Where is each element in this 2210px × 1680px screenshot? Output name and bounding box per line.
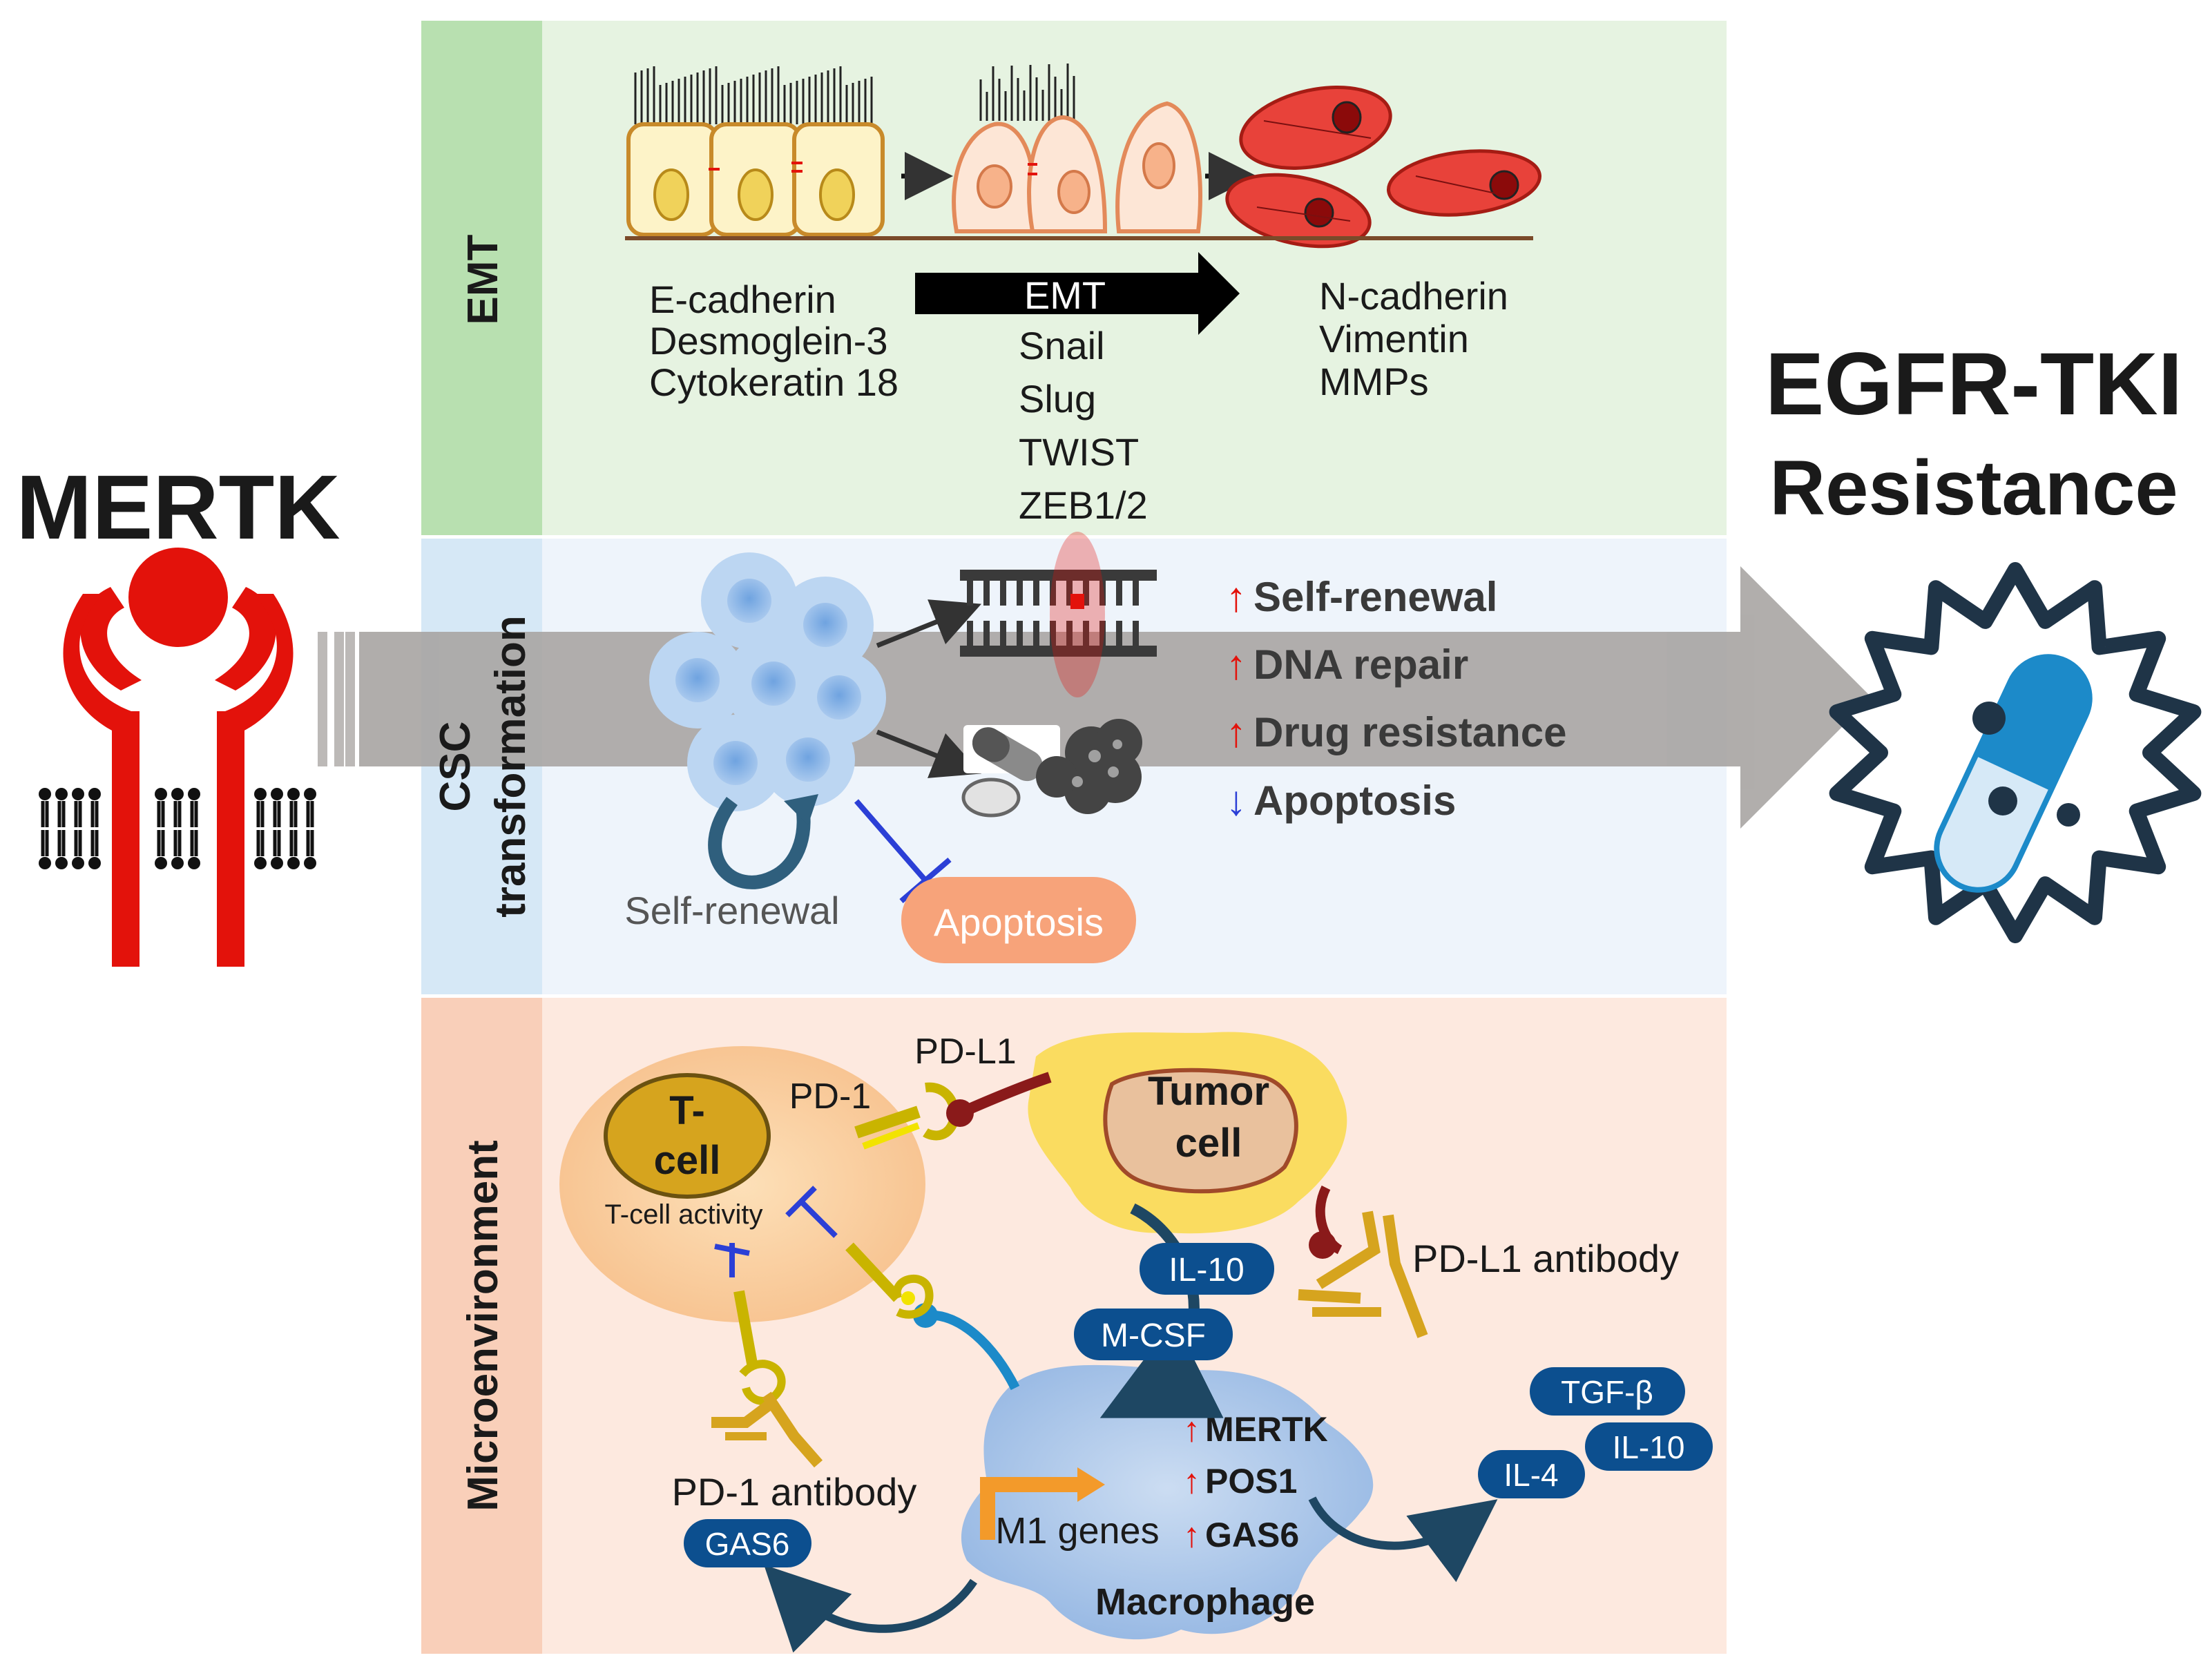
pdl1-antibody-icon: [1298, 1185, 1428, 1338]
apoptosis-label: Apoptosis: [934, 900, 1104, 944]
pdl1-label: PD-L1: [914, 1032, 1016, 1072]
dna-icon: [960, 532, 1157, 697]
il4-label: IL-4: [1503, 1457, 1558, 1493]
effect-dna-repair: DNA repair: [1253, 641, 1468, 688]
marker-e-cadherin: E-cadherin: [649, 278, 836, 321]
effect-arrow-drug-resistance: ↑: [1226, 709, 1247, 755]
effect-arrow-self-renewal: ↑: [1226, 574, 1247, 620]
mertk-title: MERTK: [16, 456, 340, 558]
pd1-antibody-icon: [711, 1290, 823, 1468]
tf-twist: TWIST: [1019, 430, 1139, 474]
self-renewal-arrow-icon: [708, 794, 818, 889]
t-cell-activity-label: T-cell activity: [605, 1199, 763, 1230]
gene-mertk: MERTK: [1205, 1410, 1328, 1449]
marker-n-cadherin: N-cadherin: [1319, 274, 1508, 318]
effect-drug-resistance: Drug resistance: [1253, 709, 1567, 755]
pd1-receptor-lower-icon: [845, 1242, 934, 1319]
transitioning-cells-icon: [952, 64, 1202, 233]
tcell-inhibition-bars: [714, 1186, 838, 1277]
tumor-cell-label-line2: cell: [1175, 1121, 1242, 1166]
macrophage-icon: [961, 1364, 1374, 1640]
csc-cluster-icon: [649, 552, 886, 811]
up-arrow-gas6: ↑: [1183, 1516, 1200, 1554]
csc-effects-list: ↑ Self-renewal ↑ DNA repair ↑ Drug resis…: [1226, 574, 1567, 824]
mesenchymal-cells-icon: [1225, 86, 1541, 249]
tf-zeb12: ZEB1/2: [1019, 483, 1148, 527]
pd1-antibody-label: PD-1 antibody: [672, 1470, 917, 1514]
emt-arrow: [915, 252, 1240, 335]
gene-gas6: GAS6: [1205, 1516, 1299, 1554]
pdl1-antibody-label: PD-L1 antibody: [1412, 1237, 1679, 1280]
gene-pos1: POS1: [1205, 1462, 1297, 1500]
pd1-label: PD-1: [789, 1076, 871, 1117]
big-resistance-arrow: [318, 566, 1872, 829]
tgfb-pill: [1530, 1367, 1685, 1416]
resistant-cell-icon: [1829, 562, 2202, 943]
tf-snail: Snail: [1019, 324, 1105, 367]
transcription-factors: Snail Slug TWIST ZEB1/2: [1019, 324, 1148, 527]
inhibition-line: [854, 799, 952, 904]
marker-cytokeratin-18: Cytokeratin 18: [649, 360, 899, 404]
t-cell-icon: [559, 1046, 925, 1322]
marker-desmoglein-3: Desmoglein-3: [649, 319, 888, 363]
up-arrow-pos1: ↑: [1183, 1462, 1200, 1500]
t-cell-label-line1: T-: [669, 1088, 705, 1133]
tf-slug: Slug: [1019, 377, 1096, 421]
il10-label-b: IL-10: [1613, 1429, 1685, 1465]
il10-label-a: IL-10: [1169, 1252, 1244, 1288]
resistance-title: Resistance: [1769, 445, 2178, 531]
up-arrow-mertk: ↑: [1183, 1410, 1200, 1449]
apoptosis-pill: [901, 877, 1136, 963]
emt-side-label: EMT: [459, 234, 507, 325]
il10-pill-a: [1140, 1243, 1274, 1295]
egfr-tki-title: EGFR-TKI: [1765, 335, 2182, 434]
pd1-receptor-icon: [854, 1082, 960, 1150]
csc-side-label-line2: transformation: [487, 615, 535, 917]
tumor-cell-icon: [1028, 1032, 1347, 1234]
emt-arrow-label: EMT: [1024, 273, 1106, 317]
mesenchymal-markers: N-cadherin Vimentin MMPs: [1319, 274, 1508, 403]
gas6-pill-label: GAS6: [705, 1526, 790, 1562]
il10-pill-b: [1585, 1422, 1713, 1471]
epithelial-markers: E-cadherin Desmoglein-3 Cytokeratin 18: [649, 278, 899, 404]
mcsf-label: M-CSF: [1101, 1317, 1206, 1354]
gas6-pill: [684, 1519, 811, 1567]
effect-arrow-apoptosis: ↓: [1226, 778, 1247, 824]
pdl1-ligand-icon: [946, 1072, 1052, 1127]
micro-side-label: Microenvironment: [459, 1140, 507, 1511]
effect-self-renewal: Self-renewal: [1253, 574, 1497, 620]
upregulated-genes-list: ↑ MERTK ↑ POS1 ↑ GAS6: [1183, 1410, 1328, 1554]
marker-vimentin: Vimentin: [1319, 317, 1469, 360]
self-renewal-label: Self-renewal: [624, 889, 839, 932]
m1-genes-label: M1 genes: [995, 1510, 1159, 1552]
tumor-cell-label-line1: Tumor: [1148, 1069, 1269, 1114]
m1-genes-arrow-icon: [980, 1467, 1105, 1540]
macrophage-to-cytokines-arrow: [1308, 1496, 1498, 1583]
macrophage-to-gas6-arrow: [764, 1565, 977, 1653]
effect-apoptosis: Apoptosis: [1253, 778, 1456, 824]
mcsf-pill: [1074, 1309, 1233, 1360]
t-cell-label-line2: cell: [654, 1138, 721, 1183]
epithelial-cells-icon: [626, 66, 885, 237]
effect-arrow-dna-repair: ↑: [1226, 641, 1247, 688]
drug-capsule-icon: [1934, 654, 2093, 893]
marker-mmps: MMPs: [1319, 360, 1429, 403]
cell-membrane-icon: [39, 788, 316, 869]
mertk-receptor-icon: [39, 548, 316, 967]
il4-pill: [1478, 1450, 1585, 1498]
csc-side-label-line1: CSC: [432, 722, 479, 812]
macrophage-label: Macrophage: [1095, 1581, 1315, 1623]
tgfb-label: TGF-β: [1561, 1374, 1653, 1410]
drug-efflux-icon: [961, 719, 1142, 818]
